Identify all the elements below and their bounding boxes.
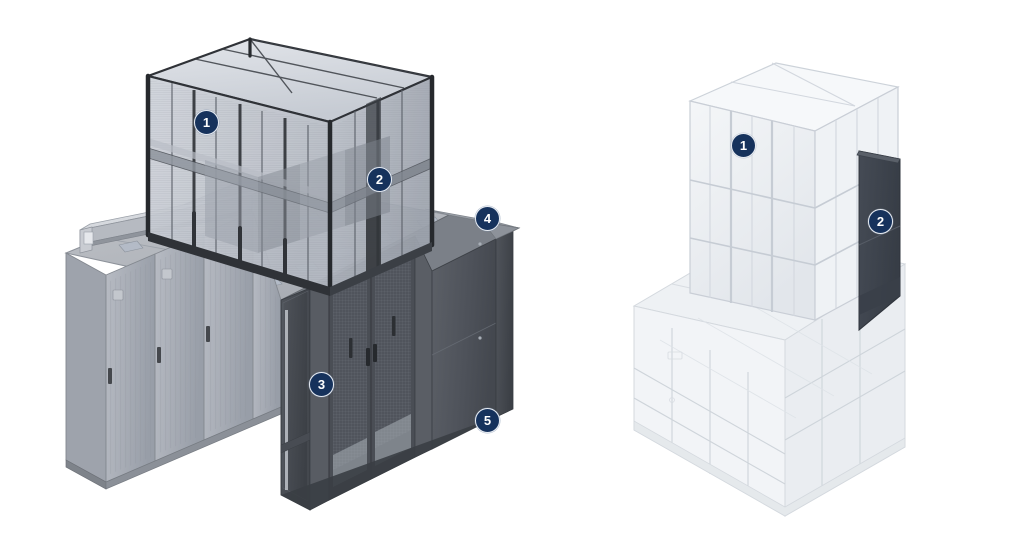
callout-badge-3[interactable]: 3 bbox=[309, 372, 334, 397]
ghost-callout-badge-1[interactable]: 1 bbox=[731, 133, 756, 158]
callout-badge-1[interactable]: 1 bbox=[194, 110, 219, 135]
cabinet-row-light bbox=[65, 211, 282, 490]
ghost-callout-badge-2[interactable]: 2 bbox=[868, 209, 893, 234]
callout-badge-5[interactable]: 5 bbox=[475, 408, 500, 433]
callout-badge-2[interactable]: 2 bbox=[367, 167, 392, 192]
ghost-dark-end-panel bbox=[856, 150, 901, 332]
mesh-door-left bbox=[328, 257, 372, 501]
assembly-view-group bbox=[64, 37, 521, 511]
callout-badge-4[interactable]: 4 bbox=[475, 206, 500, 231]
ghost-view-group bbox=[632, 62, 907, 517]
